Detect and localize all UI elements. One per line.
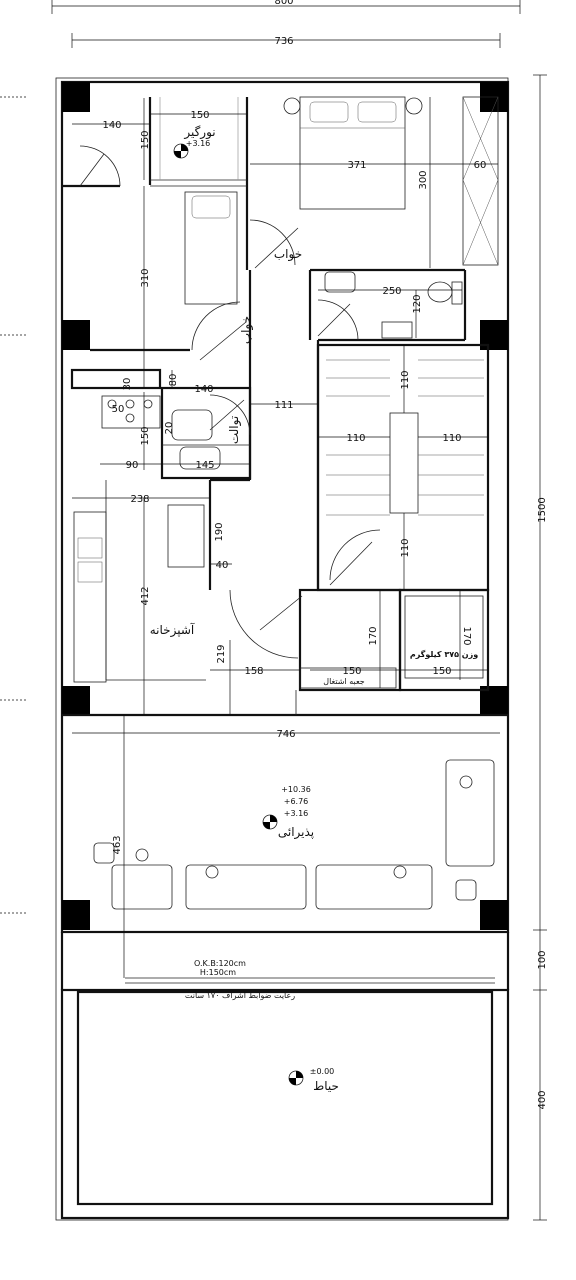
level-reception-1: +10.36: [281, 785, 311, 794]
level-yard: ±0.00: [310, 1067, 335, 1076]
dim-170b: 170: [461, 626, 472, 645]
room-kitchen: آشپزخانه: [150, 622, 195, 638]
dimension-labels: 140 150 150 371 60 300 310 250 120 30 80…: [102, 110, 486, 855]
dim-120: 120: [412, 294, 423, 313]
dim-150-f: 150: [432, 666, 451, 677]
right-dimensions: 1500 100 400: [533, 74, 548, 1221]
dim-238: 238: [130, 494, 149, 505]
left-axis-ticks: [0, 96, 28, 914]
dim-80: 80: [168, 374, 179, 387]
level-markers: [173, 143, 304, 1086]
room-reception: پذیرائی: [278, 825, 314, 840]
note-okb: O.K.B:120cm: [194, 959, 246, 968]
level-noorgir: +3.16: [186, 139, 211, 148]
dim-110-top: 110: [400, 370, 411, 389]
room-khab-2: خواب: [239, 316, 254, 344]
dim-463: 463: [112, 835, 123, 854]
door-swings: [79, 145, 381, 659]
dim-250: 250: [382, 286, 401, 297]
dim-110-bottom: 110: [400, 538, 411, 557]
dim-40: 40: [216, 560, 229, 571]
dim-60: 60: [474, 160, 487, 171]
dim-190: 190: [214, 522, 225, 541]
dim-219: 219: [216, 644, 227, 663]
dim-right-bottom: 400: [537, 1090, 548, 1109]
elevator-capacity: وزن ۳۷۵ کیلوگرم: [410, 649, 478, 659]
room-noorgir: نورگیر: [183, 125, 215, 140]
dim-746: 746: [276, 729, 295, 740]
dim-371: 371: [347, 160, 366, 171]
dim-110-right: 110: [442, 433, 461, 444]
outer-walls: [55, 77, 510, 1221]
room-toilet: توالت: [227, 416, 242, 444]
dim-300: 300: [418, 170, 429, 189]
note-h: H:150cm: [200, 968, 236, 977]
level-reception-2: +6.76: [284, 797, 309, 806]
structural-columns: [62, 82, 508, 930]
dim-310: 310: [140, 268, 151, 287]
dim-20: 20: [164, 422, 175, 435]
dim-150-k: 150: [140, 426, 151, 445]
top-dimensions: 800 736: [51, 0, 521, 48]
dim-111: 111: [274, 400, 293, 411]
dim-top-inner: 736: [274, 36, 293, 47]
room-labels: نورگیر +3.16 خواب خواب توالت آشپزخانه وز…: [150, 125, 478, 1093]
dim-110-left: 110: [346, 433, 365, 444]
level-reception-3: +3.16: [284, 809, 309, 818]
furniture: [73, 96, 499, 984]
note-privacy: رعایت ضوابط اشراف ۱۷۰ سانت: [185, 991, 295, 1000]
dim-150-side: 150: [140, 130, 151, 149]
dim-top-total: 800: [274, 0, 293, 7]
room-khab-1: خواب: [274, 247, 302, 262]
room-yard: حیاط: [313, 1079, 339, 1093]
shaft-label: جعبه اشتغال: [323, 677, 365, 686]
dim-50: 50: [112, 404, 125, 415]
dim-170a: 170: [368, 626, 379, 645]
dim-140: 140: [102, 120, 121, 131]
dim-145: 145: [195, 460, 214, 471]
dim-140b: 140: [194, 384, 213, 395]
dim-30: 30: [122, 378, 133, 391]
dim-158: 158: [244, 666, 263, 677]
dim-150-e: 150: [342, 666, 361, 677]
dim-right-mid: 100: [537, 950, 548, 969]
dim-412: 412: [140, 586, 151, 605]
dim-90: 90: [126, 460, 139, 471]
dim-150-top: 150: [190, 110, 209, 121]
interior-dimension-lines: [72, 97, 500, 978]
dim-right-total: 1500: [537, 497, 548, 522]
